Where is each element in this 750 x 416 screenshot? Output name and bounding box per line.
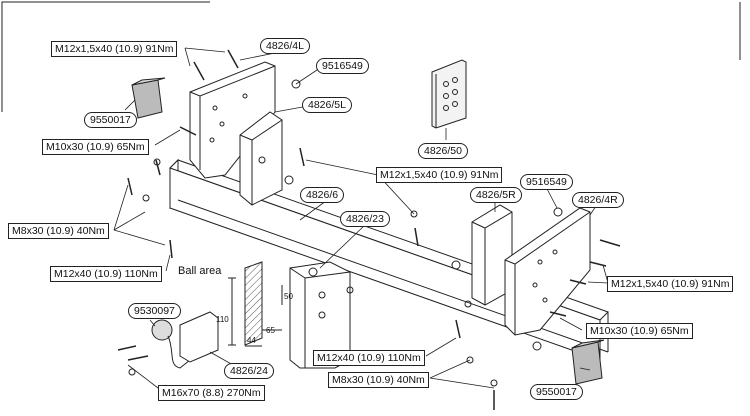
part-9530097: 9530097 <box>128 303 181 319</box>
dimension-65: 65 <box>266 326 275 335</box>
frame-corner <box>1 1 210 112</box>
part-9516549-top: 9516549 <box>316 58 369 74</box>
dimension-50: 50 <box>284 292 293 301</box>
label-bolt-m12x1-5-right: M12x1,5x40 (10.9) 91Nm <box>607 276 734 292</box>
washers <box>128 79 563 387</box>
label-bolt-m12x1-5-mid: M12x1,5x40 (10.9) 91Nm <box>376 167 503 183</box>
label-bolt-m10-right: M10x30 (10.9) 65Nm <box>586 323 693 339</box>
nut-plate <box>431 59 467 129</box>
part-9516549-right: 9516549 <box>520 174 573 190</box>
dimension-44: 44 <box>247 336 256 345</box>
label-bolt-m12x40-left: M12x40 (10.9) 110Nm <box>50 266 162 282</box>
part-4826-23: 4826/23 <box>340 211 390 227</box>
dimension-110: 110 <box>216 315 229 324</box>
ball-area-plate <box>228 261 283 347</box>
rubber-stop-right <box>571 339 605 385</box>
bolts <box>117 49 621 410</box>
label-bolt-m12x40-bottom: M12x40 (10.9) 110Nm <box>313 350 425 366</box>
label-bolt-m10-left: M10x30 (10.9) 65Nm <box>42 139 149 155</box>
part-9550017-left: 9550017 <box>84 112 137 128</box>
label-bolt-m12x1-5-top: M12x1,5x40 (10.9) 91Nm <box>51 41 178 57</box>
tow-ball <box>151 311 219 369</box>
label-bolt-m16: M16x70 (8.8) 270Nm <box>158 385 265 401</box>
part-4826-24: 4826/24 <box>224 363 274 379</box>
rubber-stop-left <box>131 77 166 119</box>
label-bolt-m8-bottom: M8x30 (10.9) 40Nm <box>328 372 429 388</box>
part-4826-5l: 4826/5L <box>302 97 352 113</box>
right-side-bracket <box>504 207 591 336</box>
part-9550017-right: 9550017 <box>530 384 583 400</box>
left-side-bracket <box>189 61 276 179</box>
label-bolt-m8-left: M8x30 (10.9) 40Nm <box>8 223 109 239</box>
ball-area-label: Ball area <box>178 265 222 277</box>
part-4826-4l: 4826/4L <box>260 38 310 54</box>
part-4826-5r: 4826/5R <box>470 187 522 203</box>
part-4826-50: 4826/50 <box>418 143 468 159</box>
part-4826-6: 4826/6 <box>300 187 345 203</box>
left-support-plate <box>239 111 283 206</box>
part-4826-4r: 4826/4R <box>572 192 624 208</box>
